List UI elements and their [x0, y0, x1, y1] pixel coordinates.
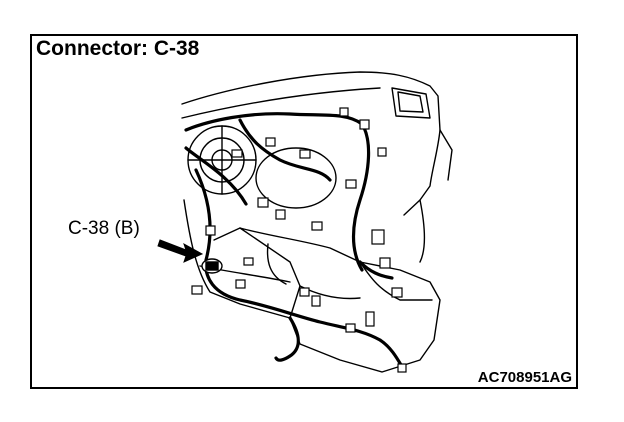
callout-arrow [157, 239, 204, 263]
diagram-title: Connector: C-38 [36, 37, 200, 60]
center-console [239, 227, 441, 373]
harness-connectors [191, 107, 407, 373]
connector-c38b [201, 258, 223, 274]
harness-bundles [184, 112, 406, 372]
connector-callout-label: C-38 (B) [68, 218, 140, 239]
dashboard-outline [181, 71, 441, 216]
figure-code: AC708951AG [477, 369, 572, 386]
figure-frame [30, 34, 578, 389]
